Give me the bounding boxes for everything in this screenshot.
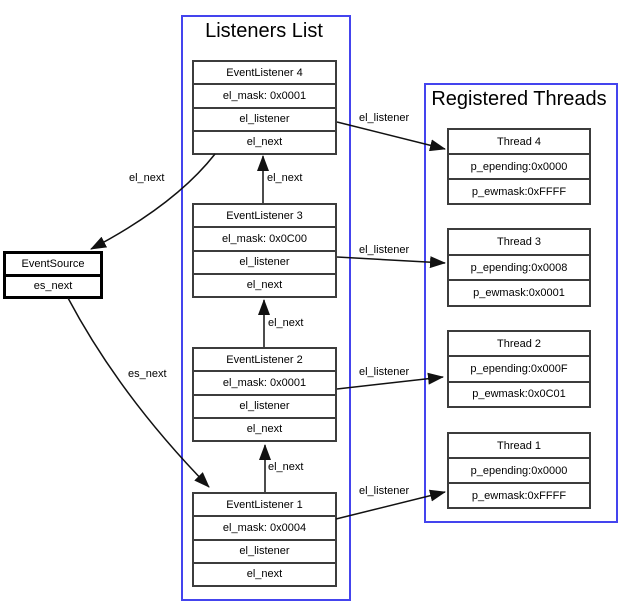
eventlistener-2-node: EventListener 2 el_mask: 0x0001 el_liste… — [192, 347, 337, 442]
thread-4-p-epending: p_epending:0x0000 — [449, 153, 589, 178]
edge-label-el-next-listener4-to-eventsource: el_next — [129, 172, 165, 184]
eventlistener-3-node: EventListener 3 el_mask: 0x0C00 el_liste… — [192, 203, 337, 298]
thread-2-p-ewmask: p_ewmask:0x0C01 — [449, 380, 589, 406]
eventsource-es-next: es_next — [6, 273, 100, 297]
eventlistener-4-title: EventListener 4 — [226, 66, 303, 79]
eventlistener-2-title: EventListener 2 — [226, 353, 303, 366]
thread-2-title: Thread 2 — [496, 337, 542, 350]
edge-label-el-next-listener2-to-listener3: el_next — [268, 317, 304, 329]
eventlistener-3-el-listener: el_listener — [194, 249, 335, 273]
thread-4-node: Thread 4 p_epending:0x0000 p_ewmask:0xFF… — [447, 128, 591, 205]
eventlistener-2-el-mask: el_mask: 0x0001 — [194, 370, 335, 393]
eventlistener-1-node: EventListener 1 el_mask: 0x0004 el_liste… — [192, 492, 337, 587]
thread-1-p-ewmask: p_ewmask:0xFFFF — [449, 482, 589, 507]
edge-label-el-listener-thread3: el_listener — [359, 244, 410, 256]
edge-label-el-next-listener3-to-listener4: el_next — [267, 172, 303, 184]
edge-label-el-listener-thread1: el_listener — [359, 485, 410, 497]
thread-1-title: Thread 1 — [496, 439, 542, 452]
eventlistener-4-el-mask: el_mask: 0x0001 — [194, 83, 335, 106]
thread-2-node: Thread 2 p_epending:0x000F p_ewmask:0x0C… — [447, 330, 591, 408]
thread-4-title: Thread 4 — [496, 135, 542, 148]
registered-threads-group — [424, 83, 618, 523]
eventlistener-4-node: EventListener 4 el_mask: 0x0001 el_liste… — [192, 60, 337, 155]
eventlistener-4-el-listener: el_listener — [194, 106, 335, 130]
thread-3-node: Thread 3 p_epending:0x0008 p_ewmask:0x00… — [447, 228, 591, 307]
eventlistener-3-el-next: el_next — [194, 272, 335, 296]
edge-label-el-listener-thread4: el_listener — [359, 112, 410, 124]
thread-2-p-epending: p_epending:0x000F — [449, 355, 589, 380]
eventlistener-1-el-listener: el_listener — [194, 538, 335, 562]
eventlistener-1-el-next: el_next — [194, 561, 335, 585]
eventsource-title: EventSource — [21, 257, 85, 270]
eventlistener-4-el-next: el_next — [194, 129, 335, 153]
thread-1-p-epending: p_epending:0x0000 — [449, 457, 589, 482]
listeners-list-title: Listeners List — [205, 20, 323, 42]
eventsource-node: EventSource es_next — [3, 251, 103, 299]
eventlistener-2-el-listener: el_listener — [194, 393, 335, 417]
eventlistener-2-el-next: el_next — [194, 416, 335, 440]
thread-3-p-ewmask: p_ewmask:0x0001 — [449, 279, 589, 305]
edge-label-es-next: es_next — [128, 368, 167, 380]
thread-1-node: Thread 1 p_epending:0x0000 p_ewmask:0xFF… — [447, 432, 591, 509]
thread-3-title: Thread 3 — [496, 235, 542, 248]
thread-3-p-epending: p_epending:0x0008 — [449, 253, 589, 280]
eventlistener-1-el-mask: el_mask: 0x0004 — [194, 515, 335, 538]
edge-label-el-listener-thread2: el_listener — [359, 366, 410, 378]
eventlistener-3-title: EventListener 3 — [226, 209, 303, 222]
edge-label-el-next-listener1-to-listener2: el_next — [268, 461, 304, 473]
eventlistener-1-title: EventListener 1 — [226, 498, 303, 511]
eventlistener-3-el-mask: el_mask: 0x0C00 — [194, 226, 335, 249]
thread-4-p-ewmask: p_ewmask:0xFFFF — [449, 178, 589, 203]
registered-threads-title: Registered Threads — [431, 88, 607, 110]
